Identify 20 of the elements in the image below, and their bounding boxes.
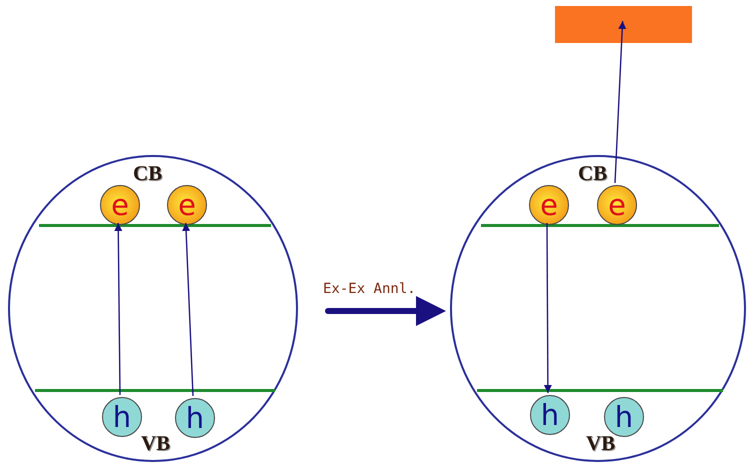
arrow xyxy=(614,20,626,184)
arrow xyxy=(544,223,552,393)
hole-particle: h xyxy=(175,398,215,438)
hole-particle: h xyxy=(530,395,570,435)
energy-box xyxy=(555,6,692,43)
arrow xyxy=(182,222,194,396)
arrow xyxy=(114,223,122,395)
band-label: CB xyxy=(133,161,162,186)
band-label: CB xyxy=(578,161,608,186)
electron-particle: e xyxy=(597,185,637,225)
band-label: VB xyxy=(141,431,170,456)
electron-particle: e xyxy=(100,185,140,225)
electron-particle: e xyxy=(529,185,569,225)
arrow xyxy=(325,296,446,326)
electron-particle: e xyxy=(167,185,207,225)
edge-label: Ex-Ex Annl. xyxy=(322,281,416,297)
hole-particle: h xyxy=(604,397,644,437)
sphere-outline xyxy=(450,155,746,462)
sphere-outline xyxy=(8,155,298,462)
hole-particle: h xyxy=(102,397,142,437)
